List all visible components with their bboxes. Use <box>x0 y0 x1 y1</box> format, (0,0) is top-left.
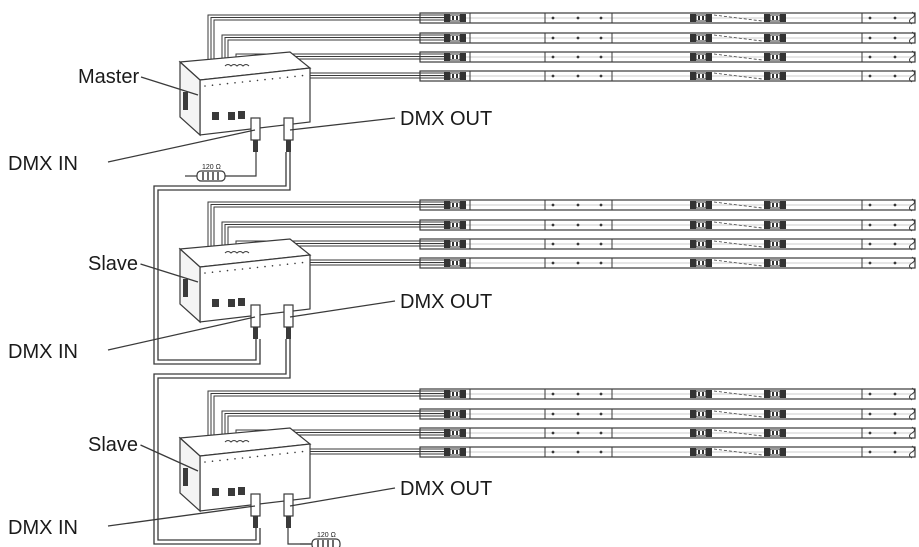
led-strip <box>419 50 916 64</box>
connector-icon <box>689 33 713 43</box>
led-strip <box>419 237 916 251</box>
dmx-out-label: DMX OUT <box>400 478 492 500</box>
connector-icon <box>443 13 467 23</box>
connector-icon <box>763 239 787 249</box>
led-strip <box>419 256 916 270</box>
led-strip <box>419 426 916 440</box>
connector-icon <box>443 409 467 419</box>
connector-icon <box>689 447 713 457</box>
dmx-out-plug <box>283 304 294 328</box>
connector-icon <box>689 220 713 230</box>
connector-icon <box>763 71 787 81</box>
connector-icon <box>443 389 467 399</box>
dmx-daisy-chain <box>153 152 291 545</box>
led-strip <box>419 407 916 421</box>
dmx-in-plug <box>250 304 261 328</box>
unit-role-label: Master <box>78 66 139 88</box>
led-strip <box>419 445 916 459</box>
connector-icon <box>443 258 467 268</box>
dmx-out-plug <box>283 493 294 517</box>
unit-role-label: Slave <box>88 253 138 275</box>
connector-icon <box>443 220 467 230</box>
led-strip <box>419 198 916 212</box>
connector-icon <box>443 33 467 43</box>
connector-icon <box>689 52 713 62</box>
controller-box <box>178 427 312 528</box>
terminator-label: 120 Ω <box>202 164 221 171</box>
connector-icon <box>689 200 713 210</box>
connector-icon <box>763 409 787 419</box>
connector-icon <box>763 447 787 457</box>
led-strip <box>419 218 916 232</box>
connector-icon <box>763 200 787 210</box>
dmx-in-label: DMX IN <box>8 341 78 363</box>
connector-icon <box>689 409 713 419</box>
connector-icon <box>763 52 787 62</box>
connector-icon <box>763 258 787 268</box>
unit-role-label: Slave <box>88 434 138 456</box>
connector-icon <box>689 13 713 23</box>
dmx-out-label: DMX OUT <box>400 291 492 313</box>
dmx-out-plug <box>283 117 294 141</box>
connector-icon <box>689 428 713 438</box>
controller-box <box>178 238 312 339</box>
controller-box <box>178 51 312 152</box>
connector-icon <box>443 52 467 62</box>
dmx-out-label: DMX OUT <box>400 108 492 130</box>
connector-icon <box>443 200 467 210</box>
connector-icon <box>689 258 713 268</box>
connector-icon <box>763 220 787 230</box>
connector-icon <box>443 447 467 457</box>
led-strip <box>419 387 916 401</box>
connector-icon <box>689 71 713 81</box>
connector-icon <box>763 389 787 399</box>
connector-icon <box>763 428 787 438</box>
dmx-in-label: DMX IN <box>8 517 78 539</box>
dmx-in-label: DMX IN <box>8 153 78 175</box>
terminator-resistor: 120 Ω <box>287 528 341 547</box>
connector-icon <box>763 33 787 43</box>
connector-icon <box>763 13 787 23</box>
terminator-label: 120 Ω <box>317 532 336 539</box>
led-strip <box>419 31 916 45</box>
connector-icon <box>689 389 713 399</box>
dmx-in-plug <box>250 493 261 517</box>
connector-icon <box>443 428 467 438</box>
dmx-in-plug <box>250 117 261 141</box>
connector-icon <box>443 239 467 249</box>
terminator-resistor: 120 Ω <box>185 152 257 182</box>
connector-icon <box>689 239 713 249</box>
led-strip <box>419 69 916 83</box>
connector-icon <box>443 71 467 81</box>
led-strip <box>419 11 916 25</box>
